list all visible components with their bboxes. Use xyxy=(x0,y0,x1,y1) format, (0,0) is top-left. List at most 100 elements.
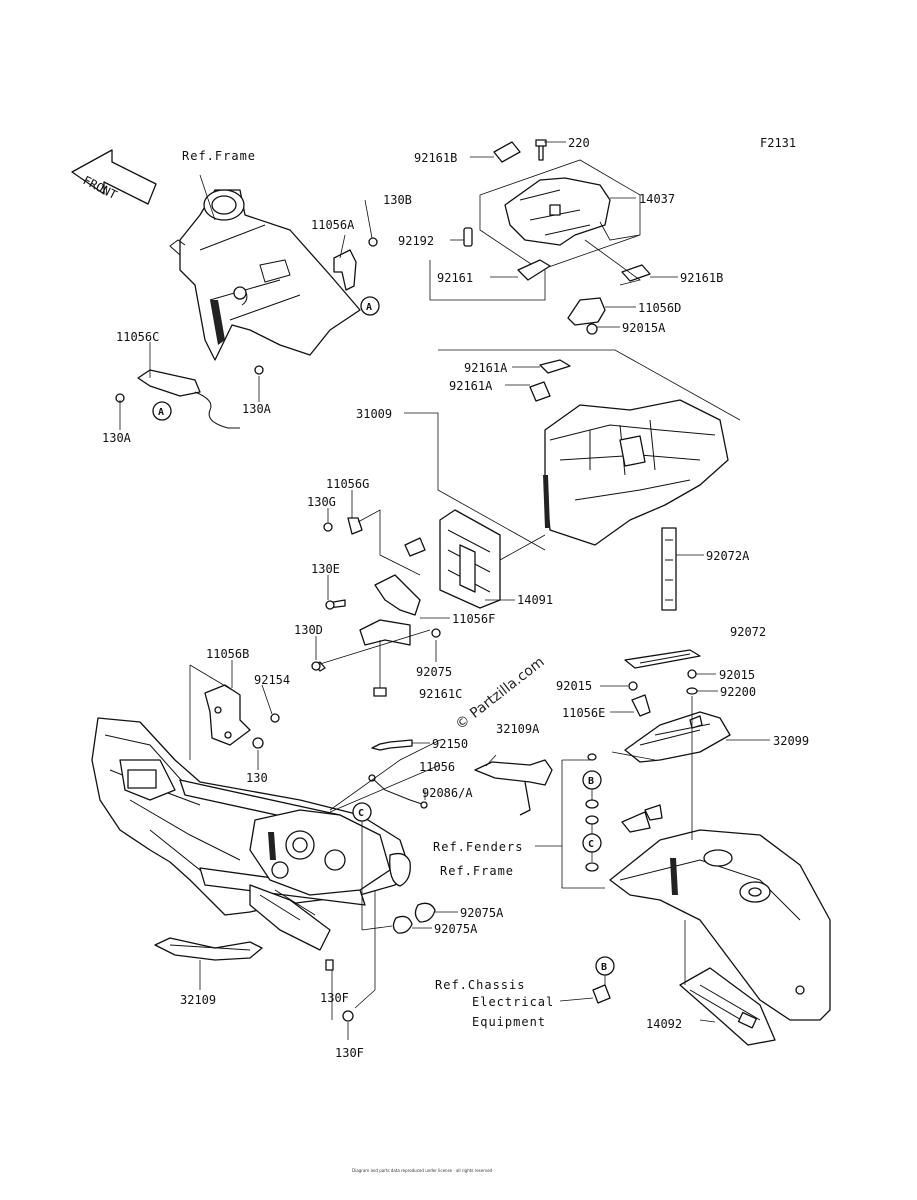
nut-92015-left xyxy=(628,681,638,691)
label-130F-lower: 130F xyxy=(335,1046,364,1060)
bolt-130G xyxy=(323,522,333,532)
leader-lines xyxy=(119,141,770,1040)
pad-92161 xyxy=(517,259,551,281)
label-92075A-lower: 92075A xyxy=(434,922,478,936)
nut-92015-right xyxy=(687,669,697,679)
label-11056F: 11056F xyxy=(452,612,495,626)
label-11056: 11056 xyxy=(419,760,455,774)
label-32109A: 32109A xyxy=(496,722,540,736)
label-92154: 92154 xyxy=(254,673,290,687)
svg-text:A: A xyxy=(366,302,372,313)
grommet-92075A-upper xyxy=(414,902,436,923)
marker-b-lower: B xyxy=(595,956,615,976)
pad-92161A-top xyxy=(539,359,571,374)
label-92086A: 92086/A xyxy=(422,786,473,800)
label-31009: 31009 xyxy=(356,407,392,421)
marker-a-lower: A xyxy=(152,401,172,421)
part-11056A xyxy=(333,249,357,291)
svg-text:C: C xyxy=(588,839,594,850)
svg-text:A: A xyxy=(158,407,164,418)
ref-frame-label: Ref.Frame xyxy=(182,149,256,163)
label-130A-mid: 130A xyxy=(242,402,272,416)
front-frame-section xyxy=(115,189,378,429)
ref-chassis-label-2: Electrical xyxy=(472,995,554,1009)
bracket-32109 xyxy=(154,937,263,961)
bracket-32109A xyxy=(474,759,553,786)
marker-c-middle: C xyxy=(582,833,602,853)
part-11056B xyxy=(204,684,251,746)
diagram-code: F2131 xyxy=(760,136,796,150)
label-92072A: 92072A xyxy=(706,549,750,563)
main-frame-section xyxy=(91,664,553,1022)
label-92075A-upper: 92075A xyxy=(460,906,504,920)
bolt-130F-lower xyxy=(342,1010,354,1022)
label-130B: 130B xyxy=(383,193,412,207)
screw-220 xyxy=(535,139,547,161)
label-92192: 92192 xyxy=(398,234,434,248)
label-92161A-top: 92161A xyxy=(464,361,508,375)
washer-92200 xyxy=(686,687,698,695)
label-92015-left: 92015 xyxy=(556,679,592,693)
label-11056B: 11056B xyxy=(206,647,249,661)
label-220: 220 xyxy=(568,136,590,150)
bolt-92154 xyxy=(270,713,280,723)
ecu-bracket-section xyxy=(311,509,546,697)
marker-c-frame: C xyxy=(352,802,372,822)
label-92015-right: 92015 xyxy=(719,668,755,682)
part-11056G xyxy=(347,517,363,535)
label-130F-upper: 130F xyxy=(320,991,349,1005)
label-92161B-top: 92161B xyxy=(414,151,457,165)
ref-frame-lower-label: Ref.Frame xyxy=(440,864,514,878)
rear-fender-section xyxy=(535,669,831,1046)
marker-a-upper: A xyxy=(360,296,380,316)
bolt-130F-upper xyxy=(325,959,334,971)
ref-chassis-label-1: Ref.Chassis xyxy=(435,978,525,992)
label-11056E: 11056E xyxy=(562,706,605,720)
label-92072: 92072 xyxy=(730,625,766,639)
grommet-92075A-lower xyxy=(392,915,413,934)
nut-92015A xyxy=(586,323,598,335)
part-11056C xyxy=(137,369,201,397)
clip-chassis xyxy=(592,984,611,1004)
label-92150: 92150 xyxy=(432,737,468,751)
label-32109: 32109 xyxy=(180,993,216,1007)
part-11056E xyxy=(631,694,651,717)
bolt-92150 xyxy=(371,739,413,751)
strap-92072A xyxy=(661,527,677,611)
label-92161A-mid: 92161A xyxy=(449,379,493,393)
footer-copyright: Diagram and parts data reproduced under … xyxy=(352,1168,493,1173)
pad-92161B-top xyxy=(493,141,521,163)
svg-text:C: C xyxy=(358,808,364,819)
label-92161B-right: 92161B xyxy=(680,271,723,285)
label-11056D: 11056D xyxy=(638,301,681,315)
label-14092: 14092 xyxy=(646,1017,682,1031)
bracket-32099 xyxy=(624,711,731,763)
marker-b-middle: B xyxy=(582,770,602,790)
svg-text:B: B xyxy=(588,776,594,787)
label-14091: 14091 xyxy=(517,593,553,607)
part-11056F xyxy=(374,574,421,616)
label-130D: 130D xyxy=(294,623,323,637)
label-11056A: 11056A xyxy=(311,218,355,232)
front-arrow-icon: FRONT xyxy=(71,149,157,205)
bolt-130 xyxy=(252,737,264,749)
ref-fenders-label: Ref.Fenders xyxy=(433,840,523,854)
bolt-130A-mid xyxy=(254,365,264,375)
label-32099: 32099 xyxy=(773,734,809,748)
pad-92161A-mid xyxy=(529,381,551,402)
pad-92161B-right xyxy=(621,264,651,282)
label-92161C: 92161C xyxy=(419,687,462,701)
bolt-130B xyxy=(368,237,378,247)
svg-text:B: B xyxy=(601,962,607,973)
label-92015A: 92015A xyxy=(622,321,666,335)
battery-case-section xyxy=(437,349,741,669)
label-130A-left: 130A xyxy=(102,431,132,445)
part-11056D xyxy=(567,297,606,326)
label-11056C: 11056C xyxy=(116,330,159,344)
upper-bracket-section xyxy=(429,139,651,335)
label-92075: 92075 xyxy=(416,665,452,679)
battery-case-31009 xyxy=(544,399,729,546)
label-130G: 130G xyxy=(307,495,336,509)
